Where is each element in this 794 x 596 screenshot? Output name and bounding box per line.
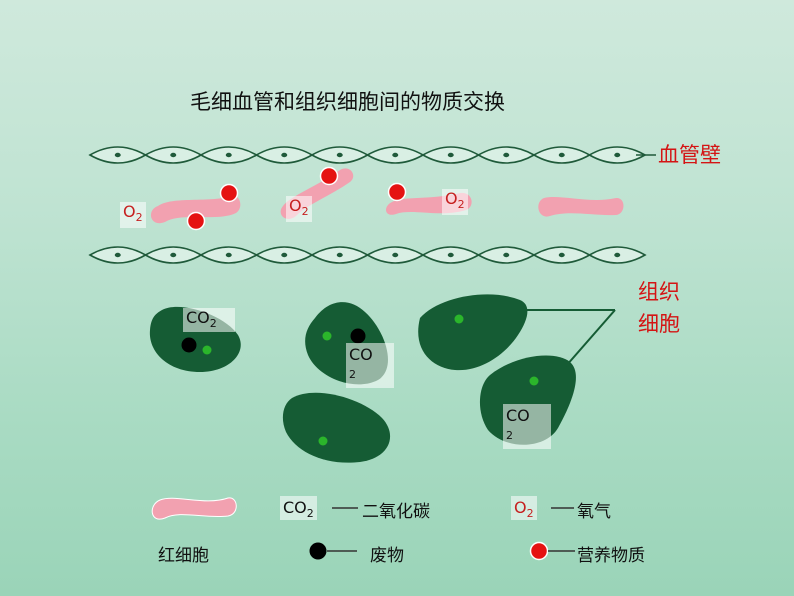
legend-co2-text: 二氧化碳 bbox=[362, 502, 430, 522]
tissue-cell bbox=[282, 392, 391, 463]
legend-nutrient-icon bbox=[529, 541, 549, 561]
endothelial-nucleus bbox=[170, 152, 177, 158]
legend-waste-icon bbox=[309, 542, 327, 560]
tissue-cell-label-line1: 组织 bbox=[638, 280, 680, 304]
endothelial-nucleus bbox=[114, 252, 121, 258]
red-blood-cell bbox=[538, 197, 624, 217]
waste-dot bbox=[181, 337, 197, 353]
red-blood-cell bbox=[150, 195, 241, 224]
nutrient-dot bbox=[186, 211, 206, 231]
legend-nutrient-text: 营养物质 bbox=[577, 546, 645, 566]
endothelial-nucleus bbox=[503, 152, 510, 158]
endothelial-nucleus bbox=[392, 152, 399, 158]
endothelial-nucleus bbox=[447, 252, 454, 258]
cell-nucleus bbox=[454, 314, 464, 324]
diagram-title: 毛细血管和组织细胞间的物质交换 bbox=[190, 90, 505, 114]
o2-label: O2 bbox=[286, 196, 312, 223]
endothelial-nucleus bbox=[447, 152, 454, 158]
legend-waste-text: 废物 bbox=[370, 546, 404, 566]
endothelial-nucleus bbox=[114, 152, 121, 158]
tissue-cell-label-line2: 细胞 bbox=[638, 312, 680, 336]
o2-label: O2 bbox=[442, 189, 468, 216]
legend-co2-symbol: CO2 bbox=[280, 496, 317, 520]
tissue-cell bbox=[418, 294, 528, 371]
endothelial-nucleus bbox=[558, 152, 565, 158]
endothelial-nucleus bbox=[614, 152, 621, 158]
bottom-vessel-wall bbox=[88, 246, 647, 264]
nutrient-dot bbox=[219, 183, 239, 203]
waste-dot bbox=[350, 328, 366, 344]
legend-rbc-text: 红细胞 bbox=[158, 546, 209, 566]
cell-nucleus bbox=[322, 331, 332, 341]
vessel-wall-label: 血管壁 bbox=[658, 143, 721, 167]
co2-label: CO2 bbox=[183, 308, 235, 332]
top-vessel-wall bbox=[88, 146, 647, 164]
endothelial-nucleus bbox=[503, 252, 510, 258]
endothelial-nucleus bbox=[170, 252, 177, 258]
legend-o2-text: 氧气 bbox=[577, 502, 611, 522]
legend-o2-symbol: O2 bbox=[511, 496, 537, 520]
cell-nucleus bbox=[202, 345, 212, 355]
endothelial-nucleus bbox=[225, 152, 232, 158]
endothelial-nucleus bbox=[336, 152, 343, 158]
endothelial-nucleus bbox=[281, 152, 288, 158]
endothelial-nucleus bbox=[281, 252, 288, 258]
endothelial-nucleus bbox=[558, 252, 565, 258]
legend-rbc-icon bbox=[151, 497, 237, 520]
cell-nucleus bbox=[529, 376, 539, 386]
endothelial-nucleus bbox=[225, 252, 232, 258]
nutrient-dot bbox=[319, 166, 339, 186]
endothelial-nucleus bbox=[614, 252, 621, 258]
tissue-cell-pointer bbox=[565, 309, 616, 367]
nutrient-dot bbox=[387, 182, 407, 202]
o2-label: O2 bbox=[120, 202, 146, 229]
cell-nucleus bbox=[318, 436, 328, 446]
endothelial-nucleus bbox=[392, 252, 399, 258]
endothelial-nucleus bbox=[336, 252, 343, 258]
